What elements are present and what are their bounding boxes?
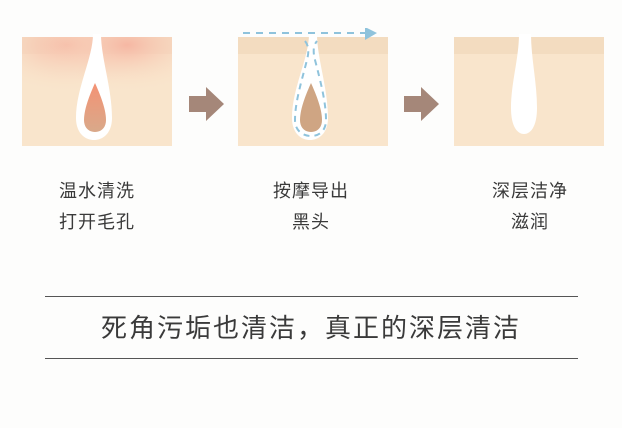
step-1-line-1: 温水清洗 [59, 181, 135, 202]
slogan: 死角污垢也清洁，真正的深层清洁 [100, 314, 521, 344]
step-1-line-2: 打开毛孔 [59, 212, 135, 233]
next-step-arrow-icon [404, 86, 440, 122]
top-divider [45, 296, 578, 297]
step-3-line-1: 深层洁净 [492, 181, 568, 202]
pore-massage-illustration [237, 27, 389, 146]
next-step-arrow-icon [189, 86, 225, 122]
step-2-label: 按摩导出 黑头 [236, 176, 386, 238]
pore-clean-illustration [453, 28, 605, 146]
step-3-label: 深层洁净 滋润 [455, 176, 605, 238]
bottom-divider [45, 358, 578, 359]
step-2-line-2: 黑头 [292, 212, 330, 233]
step-2-line-1: 按摩导出 [273, 181, 349, 202]
step-3-line-2: 滋润 [511, 212, 549, 233]
pore-warm-wash-illustration [21, 28, 173, 146]
step-1-label: 温水清洗 打开毛孔 [22, 176, 172, 238]
